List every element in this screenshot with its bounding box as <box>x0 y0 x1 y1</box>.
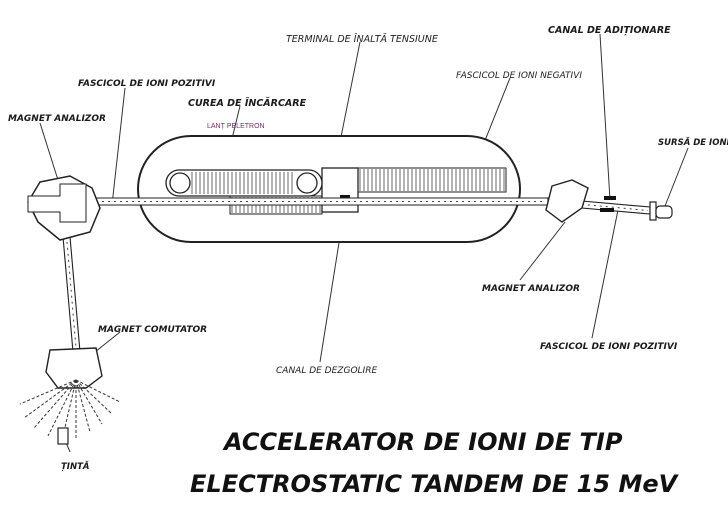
injection-beam-dots <box>551 201 649 211</box>
label-magnet-comutator: MAGNET COMUTATOR <box>98 325 207 335</box>
leader-sursa <box>664 147 689 207</box>
label-terminal: TERMINAL DE ÎNALTĂ TENSIUNE <box>286 33 438 45</box>
label-magnet-analizor-right: MAGNET ANALIZOR <box>482 284 580 294</box>
chain-pulley-right <box>296 172 318 194</box>
main-beam-tube <box>69 197 549 206</box>
leader-fascicol-pozitivi-top <box>111 87 126 206</box>
title-line-2: ELECTROSTATIC TANDEM DE 15 MeV <box>190 470 680 498</box>
switching-magnet-body <box>45 347 103 389</box>
ion-source-body <box>655 205 673 219</box>
label-canal-aditionare: CANAL DE ADIȚIONARE <box>548 25 671 36</box>
label-curea: CUREA DE ÎNCĂRCARE <box>188 97 307 109</box>
beam-fan-line <box>23 379 77 419</box>
accelerating-column-right <box>359 169 505 191</box>
label-fascicol-pozitivi-top: FASCICOL DE IONI POZITIVI <box>78 79 216 89</box>
label-lant-peletron: LANȚ PELETRON <box>207 123 265 130</box>
label-tinta: ȚINTĂ <box>61 460 89 472</box>
stripper-canal-marker <box>340 195 350 199</box>
beam-fan-line <box>33 379 77 429</box>
target-holder <box>57 427 69 445</box>
leader-magnet-comutator <box>94 331 121 353</box>
label-canal-dezgolire: CANAL DE DEZGOLIRE <box>276 366 377 376</box>
beam-fan-line <box>75 379 91 433</box>
analyzing-magnet-left-inner <box>27 183 87 223</box>
label-fascicol-negativi: FASCICOL DE IONI NEGATIVI <box>456 71 582 81</box>
addition-canal-marker-2 <box>600 208 614 212</box>
beam-fan-line <box>19 379 77 405</box>
label-fascicol-pozitivi-right: FASCICOL DE IONI POZITIVI <box>540 342 678 352</box>
leader-magnet-analizor-left <box>39 122 59 181</box>
beam-fan-line <box>47 379 77 437</box>
addition-canal-marker-1 <box>604 196 616 200</box>
label-sursa: SURSĂ DE IONI <box>658 136 728 148</box>
label-magnet-analizor-left: MAGNET ANALIZOR <box>8 114 106 124</box>
ion-source-flange <box>649 201 657 221</box>
chain-teeth <box>191 172 293 194</box>
column-right-frame <box>357 167 507 193</box>
tank <box>137 135 521 243</box>
beam-fan-line <box>75 379 103 425</box>
switching-magnet <box>19 347 121 445</box>
analyzing-magnet-left <box>27 175 101 241</box>
beam-fan-line <box>75 379 121 403</box>
leader-fascicol-pozitivi-right <box>591 209 619 339</box>
beam-fan-line <box>75 379 113 415</box>
beam-fan-lines <box>19 379 121 441</box>
chain-pulley-left <box>169 172 191 194</box>
analyzing-magnet-right-body <box>545 179 589 223</box>
analyzing-magnet-right <box>545 179 589 223</box>
leader-canal-aditionare <box>599 33 611 201</box>
ion-source <box>649 201 673 221</box>
title-line-1: ACCELERATOR DE IONI DE TIP <box>222 428 623 456</box>
leader-magnet-analizor-right <box>519 221 566 281</box>
